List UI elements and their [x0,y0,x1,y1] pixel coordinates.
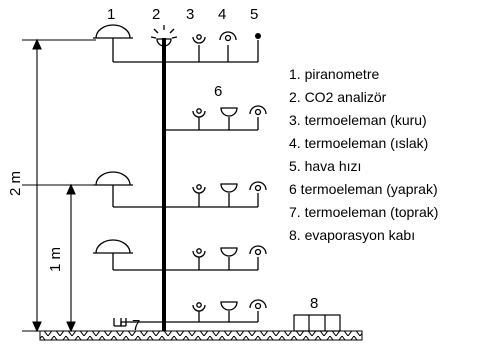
height-label-1m: 1 m [47,247,64,272]
thermocouple-dry-icon [192,34,206,44]
label-7: 7 [132,317,140,334]
label-2: 2 [152,6,160,23]
legend-item: 1. piranometre [289,66,379,82]
arm-leaf-top [164,105,267,131]
air-speed-sensor-icon [255,33,261,39]
label-3: 3 [186,6,194,23]
dimension-lines [22,38,96,333]
legend-item: 7. termoeleman (toprak) [289,204,438,220]
legend: 1. piranometre 2. CO2 analizör 3. termoe… [289,66,438,243]
pyranometer-icon [93,24,133,39]
label-4: 4 [218,6,226,23]
co2-analyzer-icon [150,25,178,47]
evaporation-pan-icon [293,314,341,332]
label-8: 8 [310,295,318,312]
arm-bottom [113,299,267,327]
legend-item: 4. termoeleman (ıslak) [289,135,428,151]
arm-lower [93,239,267,271]
legend-item: 8. evaporasyon kabı [289,227,415,243]
legend-item: 6 termoeleman (yaprak) [289,181,438,197]
ground [39,330,363,341]
label-1: 1 [107,6,115,23]
arm-top [112,38,259,63]
label-5: 5 [250,6,258,23]
label-6: 6 [214,83,222,100]
legend-item: 2. CO2 analizör [289,89,387,105]
legend-item: 5. hava hızı [289,158,361,174]
thermocouple-wet-icon [219,31,237,42]
height-label-2m: 2 m [7,171,24,196]
legend-item: 3. termoeleman (kuru) [289,112,427,128]
arm-middle [93,171,267,208]
